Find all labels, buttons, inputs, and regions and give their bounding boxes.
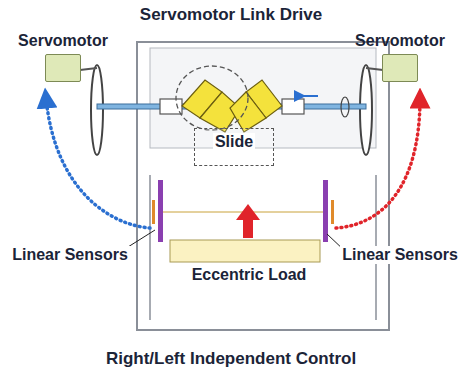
pulley (91, 65, 103, 155)
feedback-loop (336, 98, 420, 228)
link-highlight (176, 66, 248, 130)
motor-body (382, 54, 418, 82)
frame-column (149, 175, 151, 320)
sensor-head (152, 200, 155, 224)
motor-body (45, 54, 81, 82)
servomotor: Servomotor (18, 32, 108, 82)
belt (80, 68, 97, 70)
belt (366, 68, 383, 70)
press-frame (137, 42, 389, 330)
bearing (341, 97, 349, 117)
slide-block: Slide (194, 128, 274, 166)
bolster (170, 240, 320, 262)
sensor-label: Linear Sensors (10, 246, 130, 264)
load-arrow (236, 204, 260, 238)
motor-label: Servomotor (355, 32, 445, 50)
nut-block (160, 99, 182, 114)
linear-sensor (158, 180, 163, 242)
motion-arrow (300, 95, 318, 97)
sensor-head (331, 200, 334, 224)
slide-label: Slide (213, 133, 255, 151)
diagram-title: Servomotor Link Drive (140, 6, 322, 25)
sensor-label: Linear Sensors (340, 246, 460, 264)
servomotor: Servomotor (355, 32, 445, 82)
nut-block (282, 99, 304, 114)
diagram-caption: Right/Left Independent Control (106, 350, 356, 369)
load-label: Eccentric Load (190, 266, 309, 284)
motor-label: Servomotor (18, 32, 108, 50)
linear-sensor (323, 180, 328, 242)
feedback-loop (46, 98, 150, 228)
pulley (360, 65, 372, 155)
